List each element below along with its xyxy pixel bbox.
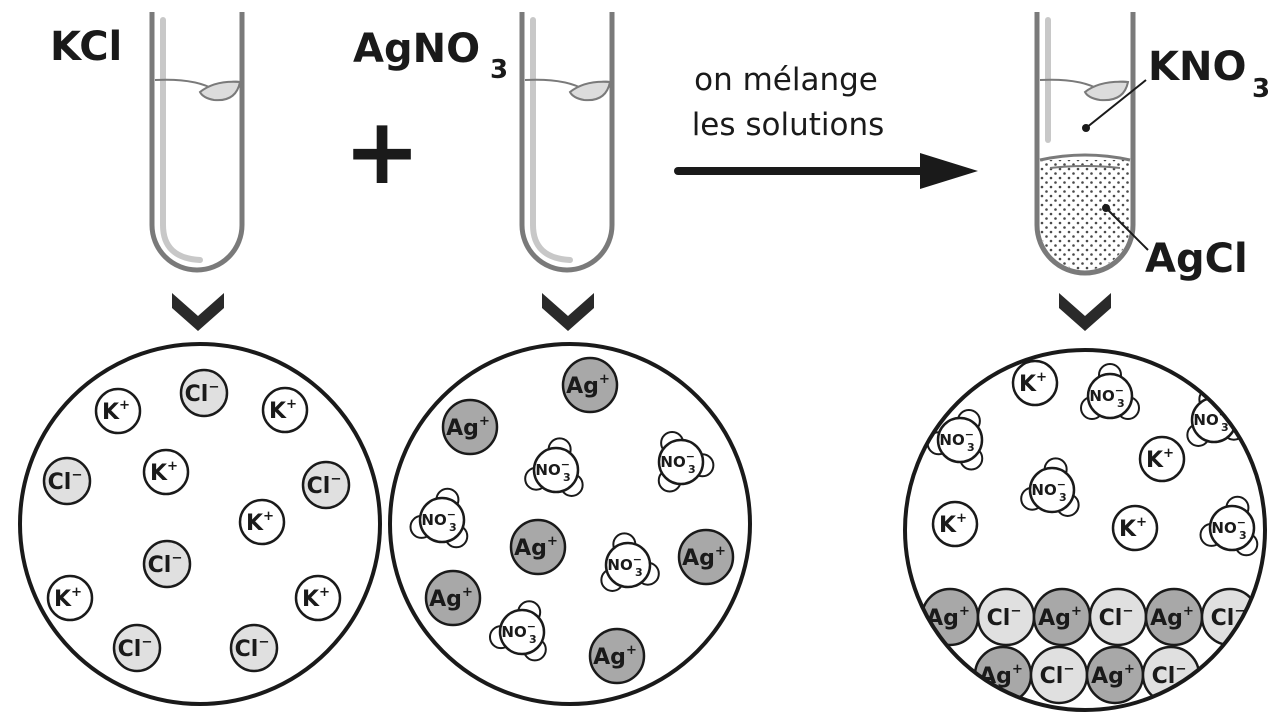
chloride-ion: Cl− — [1029, 645, 1089, 705]
potassium-ion: K+ — [261, 386, 309, 434]
zoom-circle-kcl — [18, 342, 382, 706]
test-tube-agno3 — [519, 12, 615, 273]
chloride-ion: Cl− — [1088, 587, 1148, 647]
svg-text:K+: K+ — [1119, 515, 1147, 542]
plus-sign: + — [343, 98, 420, 205]
chevron-down-icon — [1059, 293, 1111, 331]
potassium-ion: K+ — [1011, 359, 1059, 407]
svg-text:Cl−: Cl− — [1040, 662, 1075, 689]
chloride-ion: Cl− — [179, 368, 229, 418]
svg-text:K+: K+ — [246, 509, 274, 536]
svg-text:Cl−: Cl− — [148, 551, 183, 578]
svg-text:Ag+: Ag+ — [566, 372, 610, 399]
svg-text:Cl−: Cl− — [1211, 604, 1246, 631]
silver-ion: Ag+ — [973, 645, 1033, 705]
label-kcl: KCl — [50, 24, 122, 70]
chloride-ion: Cl− — [112, 623, 162, 673]
svg-text:NO−3: NO−3 — [1089, 384, 1124, 410]
label-agno3: AgNO — [353, 26, 480, 72]
chloride-ion: Cl− — [229, 623, 279, 673]
svg-text:K+: K+ — [269, 397, 297, 424]
silver-ion: Ag+ — [1144, 587, 1204, 647]
chevron-down-icon — [172, 293, 224, 331]
svg-text:Ag+: Ag+ — [1091, 662, 1135, 689]
potassium-ion: K+ — [142, 448, 190, 496]
silver-ion: Ag+ — [561, 356, 619, 414]
svg-text:Ag+: Ag+ — [593, 643, 637, 670]
svg-text:Cl−: Cl− — [987, 604, 1022, 631]
silver-ion: Ag+ — [920, 587, 980, 647]
svg-text:NO−3: NO−3 — [660, 450, 695, 476]
label-agno3-subscript: 3 — [490, 55, 508, 85]
chloride-ion: Cl− — [976, 587, 1036, 647]
arrow-caption-line2: les solutions — [692, 107, 885, 143]
svg-text:NO−3: NO−3 — [1211, 516, 1246, 542]
reaction-arrow — [674, 153, 978, 189]
zoom-circle-mixture: K+K+K+K+NO−3NO−3NO−3NO−3NO−3Ag+Cl−Ag+Cl−… — [903, 348, 1267, 712]
nitrate-ion: NO−3 — [926, 408, 984, 471]
arrow-caption-line1: on mélange — [694, 62, 878, 98]
nitrate-ion: NO−3 — [1080, 363, 1140, 420]
svg-text:Ag+: Ag+ — [682, 544, 726, 571]
svg-text:NO−3: NO−3 — [421, 508, 456, 534]
silver-ion: Ag+ — [509, 518, 567, 576]
potassium-ion: K+ — [238, 498, 286, 546]
nitrate-ion: NO−3 — [524, 437, 584, 497]
svg-text:Ag+: Ag+ — [514, 534, 558, 561]
svg-text:Ag+: Ag+ — [446, 414, 490, 441]
svg-text:Ag+: Ag+ — [1150, 604, 1194, 631]
potassium-ion: K+ — [46, 574, 94, 622]
svg-text:Ag+: Ag+ — [429, 585, 473, 612]
silver-ion: Ag+ — [677, 528, 735, 586]
chloride-ion: Cl− — [42, 456, 92, 506]
nitrate-ion: NO−3 — [409, 487, 469, 549]
silver-ion: Ag+ — [424, 569, 482, 627]
label-kno3: KNO — [1148, 44, 1246, 90]
svg-text:K+: K+ — [939, 511, 967, 538]
nitrate-ion: NO−3 — [1199, 495, 1259, 557]
potassium-ion: K+ — [94, 387, 142, 435]
svg-text:NO−3: NO−3 — [1031, 478, 1066, 504]
nitrate-ion: NO−3 — [600, 532, 660, 592]
chloride-ion: Cl− — [301, 460, 351, 510]
svg-text:Cl−: Cl− — [307, 472, 342, 499]
silver-ion: Ag+ — [441, 398, 499, 456]
svg-text:NO−3: NO−3 — [501, 620, 536, 646]
svg-text:Cl−: Cl− — [235, 635, 270, 662]
test-tube-kcl — [149, 12, 245, 273]
svg-text:K+: K+ — [302, 585, 330, 612]
svg-text:K+: K+ — [102, 398, 130, 425]
svg-text:NO−3: NO−3 — [939, 428, 974, 454]
nitrate-ion: NO−3 — [488, 600, 547, 662]
label-agcl: AgCl — [1145, 236, 1248, 282]
test-tube-result — [1034, 12, 1136, 276]
svg-text:Cl−: Cl− — [48, 468, 83, 495]
silver-ion: Ag+ — [1085, 645, 1145, 705]
svg-text:NO−3: NO−3 — [607, 553, 642, 579]
svg-text:K+: K+ — [1019, 370, 1047, 397]
svg-text:NO−3: NO−3 — [535, 458, 570, 484]
leader-line-agcl — [1102, 204, 1149, 251]
svg-text:K+: K+ — [54, 585, 82, 612]
potassium-ion: K+ — [1111, 504, 1159, 552]
potassium-ion: K+ — [1138, 435, 1186, 483]
potassium-ion: K+ — [931, 500, 979, 548]
leader-line-kno3 — [1082, 79, 1147, 132]
label-kno3-subscript: 3 — [1252, 74, 1270, 104]
potassium-ion: K+ — [294, 574, 342, 622]
chevron-down-icon — [542, 293, 594, 331]
silver-ion: Ag+ — [1032, 587, 1092, 647]
svg-text:K+: K+ — [1146, 446, 1174, 473]
silver-ion: Ag+ — [588, 627, 646, 685]
svg-text:Cl−: Cl− — [1099, 604, 1134, 631]
chloride-ion: Cl− — [142, 539, 192, 589]
svg-text:Cl−: Cl− — [118, 635, 153, 662]
nitrate-ion: NO−3 — [1020, 457, 1080, 517]
svg-text:Ag+: Ag+ — [1038, 604, 1082, 631]
svg-text:Cl−: Cl− — [1152, 662, 1187, 689]
nitrate-ion: NO−3 — [657, 430, 715, 493]
svg-text:K+: K+ — [150, 459, 178, 486]
svg-text:Cl−: Cl− — [185, 380, 220, 407]
